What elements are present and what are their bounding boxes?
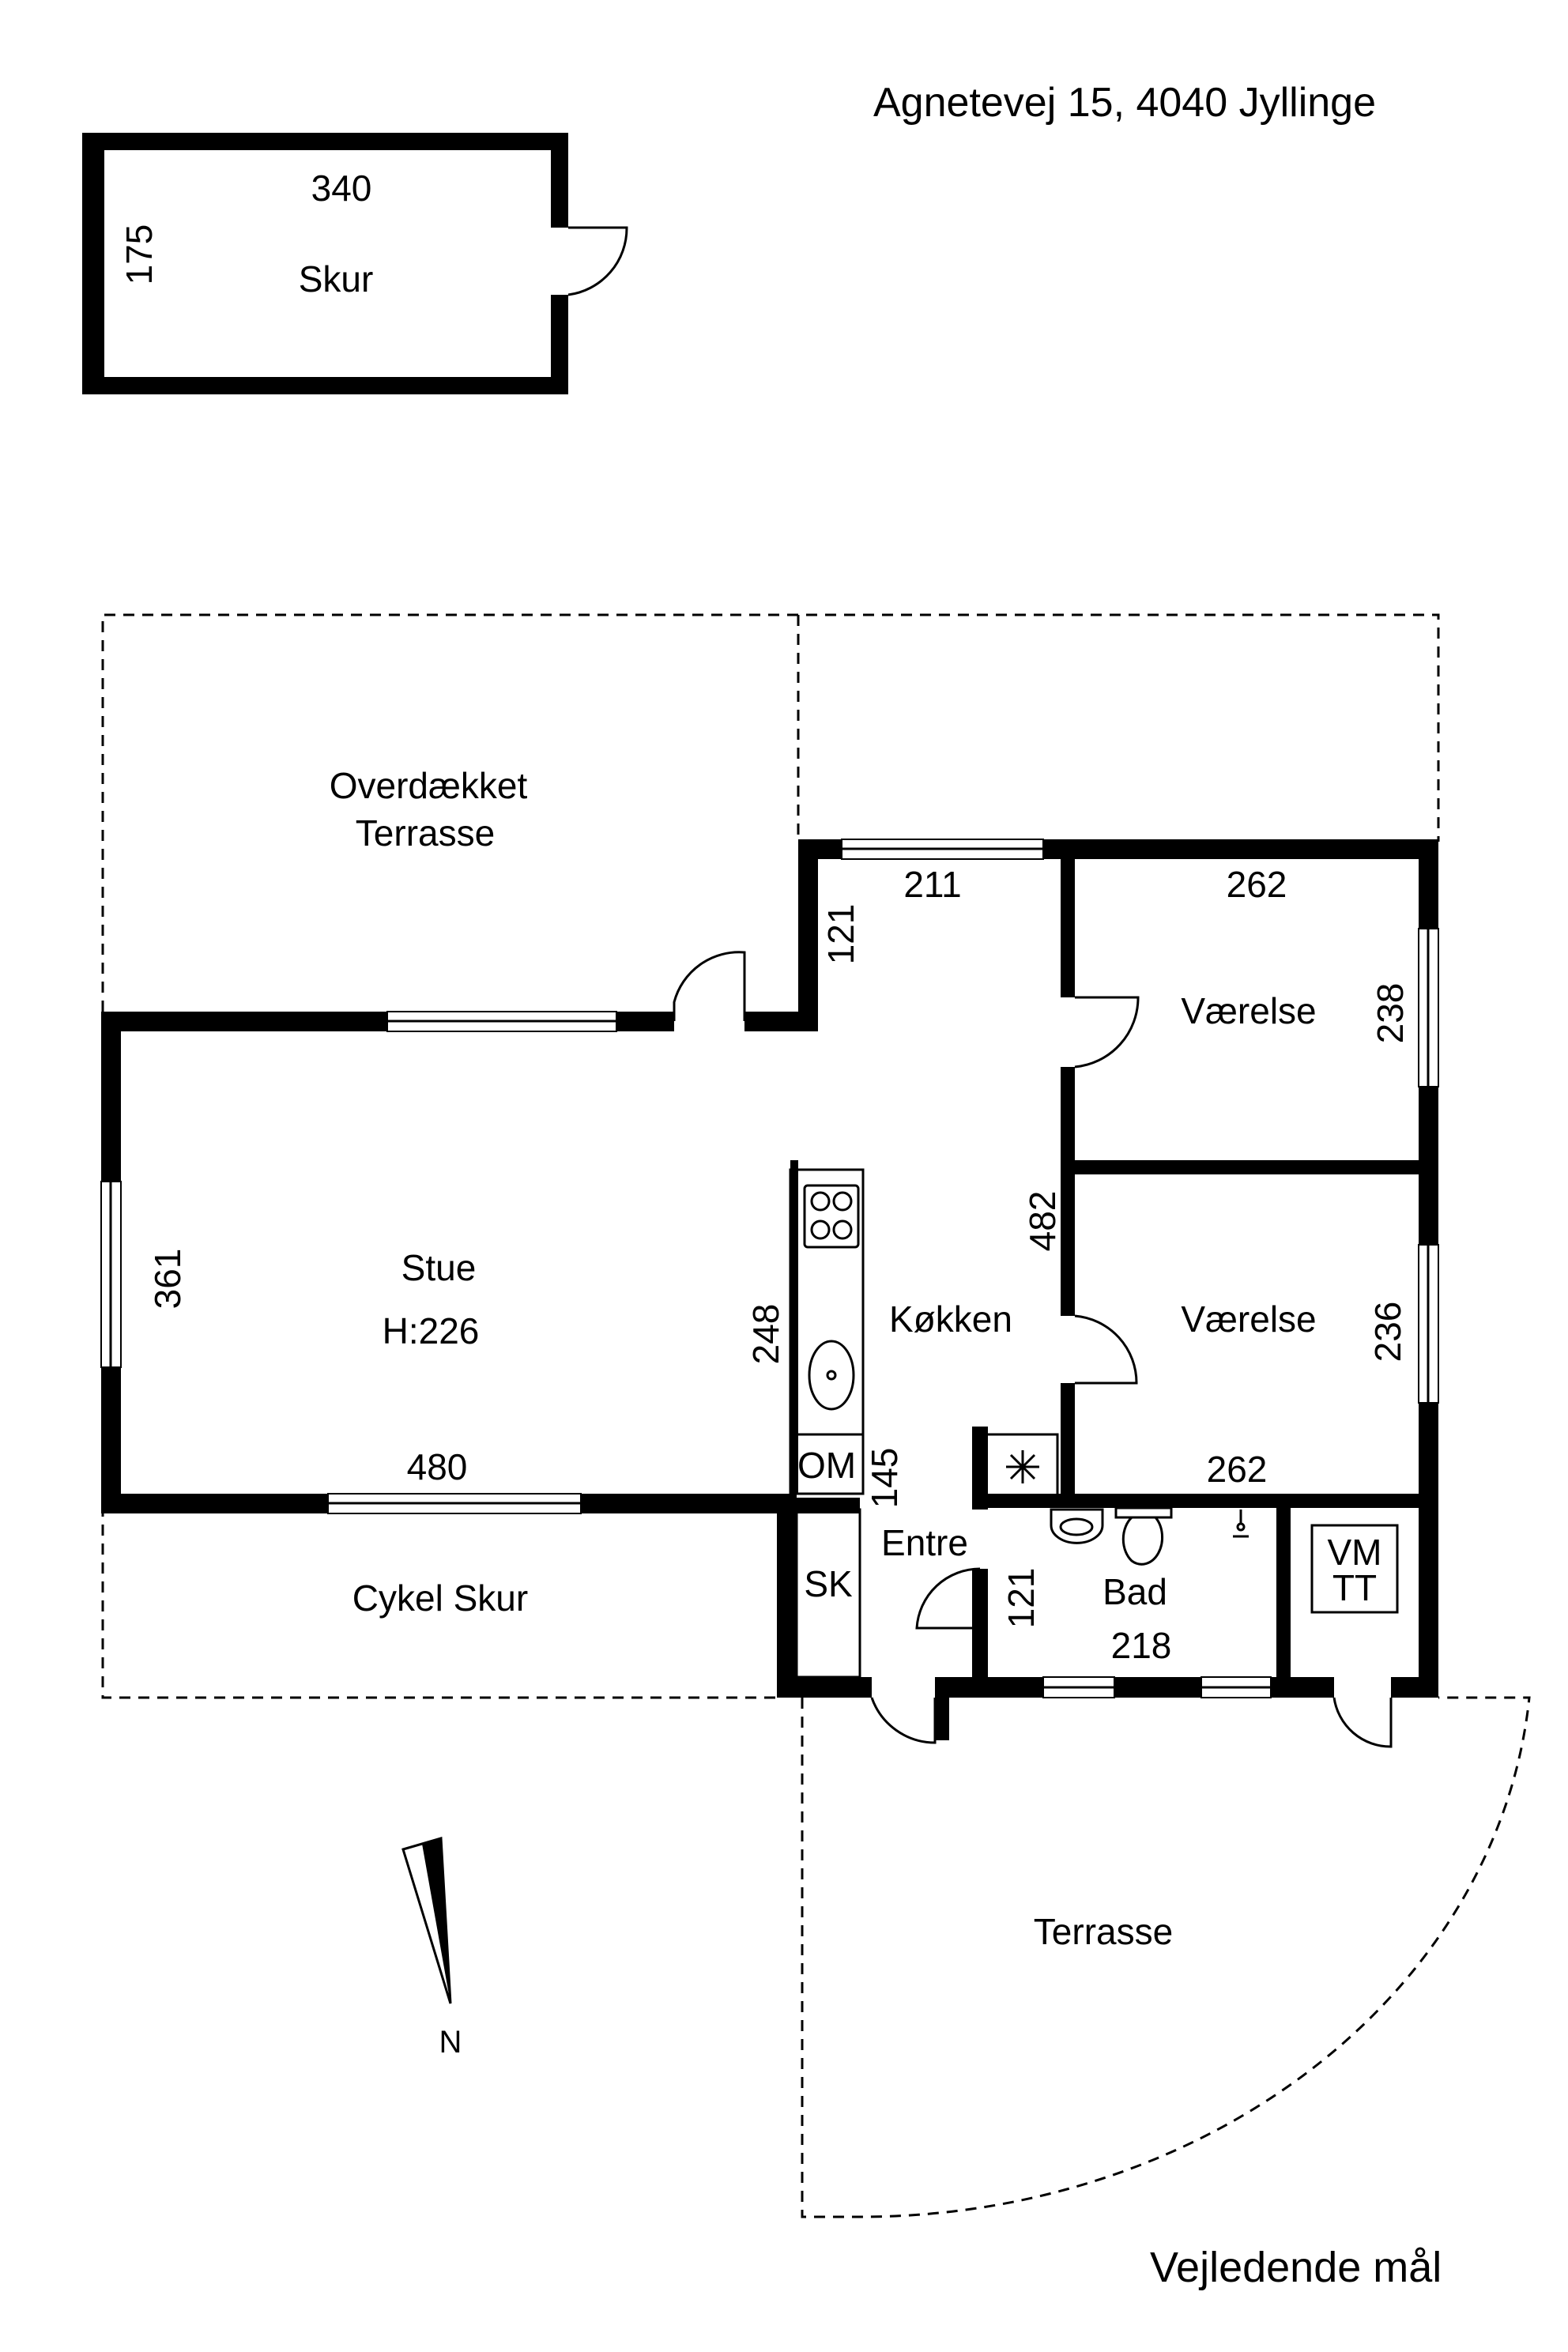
south-wall-seg-2	[940, 1677, 1043, 1698]
bike-shed-outline	[101, 1506, 778, 1699]
bath-wall-west-lower	[972, 1569, 988, 1698]
kitchen-wall-alcove	[798, 839, 818, 1031]
hall-sk-wall	[777, 1498, 860, 1513]
door-bath-swing	[915, 1567, 981, 1630]
room2-label: Værelse	[1181, 1298, 1316, 1340]
stove-icon	[803, 1184, 860, 1249]
north-label: N	[439, 2025, 462, 2060]
sk-label: SK	[804, 1563, 853, 1604]
kitchen-width-dim: 211	[903, 864, 961, 905]
stove-burner-4-icon	[832, 1219, 853, 1240]
toilet-icon	[1121, 1516, 1164, 1566]
shed-wall-right-upper	[551, 133, 568, 228]
sink-icon	[808, 1340, 855, 1411]
address-label: Agnetevej 15, 4040 Jyllinge	[873, 80, 1376, 126]
hall-wall-dim: 482	[1022, 1191, 1063, 1252]
hall-wall-stub	[935, 1677, 949, 1740]
bath-depth-dim: 121	[1001, 1568, 1042, 1629]
living-room-height-label: H:226	[383, 1310, 480, 1351]
kitchen-length-dim: 248	[745, 1304, 786, 1365]
outdoor-areas	[101, 613, 1531, 2218]
bath-wall-east	[1276, 1494, 1291, 1698]
covered-terrace-outline	[101, 613, 1440, 1012]
washbasin-icon	[1050, 1508, 1104, 1544]
south-wall-seg-3	[1114, 1677, 1201, 1698]
stove-burner-3-icon	[810, 1219, 831, 1240]
shed-depth-label: 175	[119, 224, 160, 285]
living-depth-dim: 361	[147, 1249, 188, 1310]
sink-drain-icon	[826, 1370, 837, 1381]
bedroom-wall-west-lower	[1061, 1383, 1075, 1502]
vm-label-line1: VM	[1328, 1532, 1382, 1573]
covered-terrace-label-line1: Overdækket	[330, 765, 528, 806]
shed-wall-right-lower	[551, 295, 568, 394]
vm-unit-box	[1310, 1524, 1399, 1614]
north-arrow-fill	[422, 1838, 450, 2003]
room2-width-dim: 262	[1207, 1449, 1268, 1490]
living-room-label: Stue	[401, 1247, 477, 1288]
room1-width-dim: 262	[1227, 864, 1287, 905]
door-entrance-swing	[870, 1697, 937, 1744]
room1-depth-dim: 238	[1370, 983, 1411, 1044]
house-walls	[101, 839, 1438, 1740]
kitchen-depth-dim: 121	[820, 904, 861, 965]
bath-width-dim: 218	[1111, 1625, 1172, 1666]
shed-name-label: Skur	[299, 258, 374, 300]
living-width-dim: 480	[407, 1446, 468, 1487]
door-room1-swing	[1074, 996, 1140, 1069]
room2-depth-dim: 236	[1367, 1302, 1408, 1363]
sk-cupboard	[795, 1508, 861, 1679]
om-label: OM	[797, 1445, 856, 1486]
terrace-outline	[801, 1696, 1531, 2218]
south-wall-seg-1	[777, 1677, 872, 1698]
north-arrow: N	[401, 1837, 462, 2060]
stove-burner-2-icon	[832, 1191, 853, 1212]
terrace-label: Terrasse	[1034, 1911, 1173, 1952]
shed-width-label: 340	[311, 168, 372, 209]
south-wall-seg-5	[1391, 1677, 1438, 1698]
shed-door-swing	[567, 226, 628, 296]
washbasin-bowl-icon	[1059, 1517, 1094, 1536]
vm-label-line2: TT	[1332, 1567, 1377, 1608]
shed-wall-left	[82, 133, 104, 394]
hall-length-dim: 145	[864, 1448, 905, 1509]
toilet-tank-icon	[1114, 1506, 1173, 1519]
door-room2-swing	[1074, 1314, 1138, 1385]
kitchen-label: Køkken	[889, 1298, 1012, 1340]
bath-wall-top	[972, 1494, 1438, 1508]
area-labels: Overdækket Terrasse Cykel Skur Terrasse	[330, 765, 1173, 1952]
hall-label: Entre	[881, 1522, 968, 1563]
shed: 340 Skur 175	[82, 133, 628, 394]
bath-label: Bad	[1102, 1571, 1167, 1612]
om-cabinet	[789, 1433, 865, 1495]
guideline-note: Vejledende mål	[1150, 2244, 1442, 2291]
windows	[100, 839, 1439, 1698]
bedroom-divider	[1061, 1160, 1438, 1174]
bike-shed-label: Cykel Skur	[352, 1577, 528, 1619]
house-wall-left-south	[777, 1498, 797, 1698]
kitchen-counter-end	[790, 1160, 798, 1494]
door-terrace-swing	[673, 951, 746, 1021]
shower-icon	[1233, 1510, 1249, 1538]
dimension-labels: 480 361 248 211 121 262 238 262 236 482 …	[147, 864, 1411, 1666]
door-vm-swing	[1332, 1697, 1393, 1748]
shed-wall-top	[82, 133, 568, 150]
doors	[673, 951, 1393, 1748]
covered-terrace-label-line2: Terrasse	[356, 812, 495, 854]
bedroom-wall-west-upper	[1061, 839, 1075, 997]
heater-icon	[1006, 1450, 1039, 1483]
shed-wall-bottom	[82, 377, 568, 394]
bedroom-wall-west-mid	[1061, 1067, 1075, 1316]
room1-label: Værelse	[1181, 990, 1316, 1031]
fixtures: OM SK VM TT	[789, 1160, 1399, 1679]
stove-burner-1-icon	[810, 1191, 831, 1212]
heat-cabinet-wall	[978, 1427, 988, 1502]
room-labels: Stue H:226 Køkken Værelse Værelse Entre …	[383, 990, 1317, 1612]
